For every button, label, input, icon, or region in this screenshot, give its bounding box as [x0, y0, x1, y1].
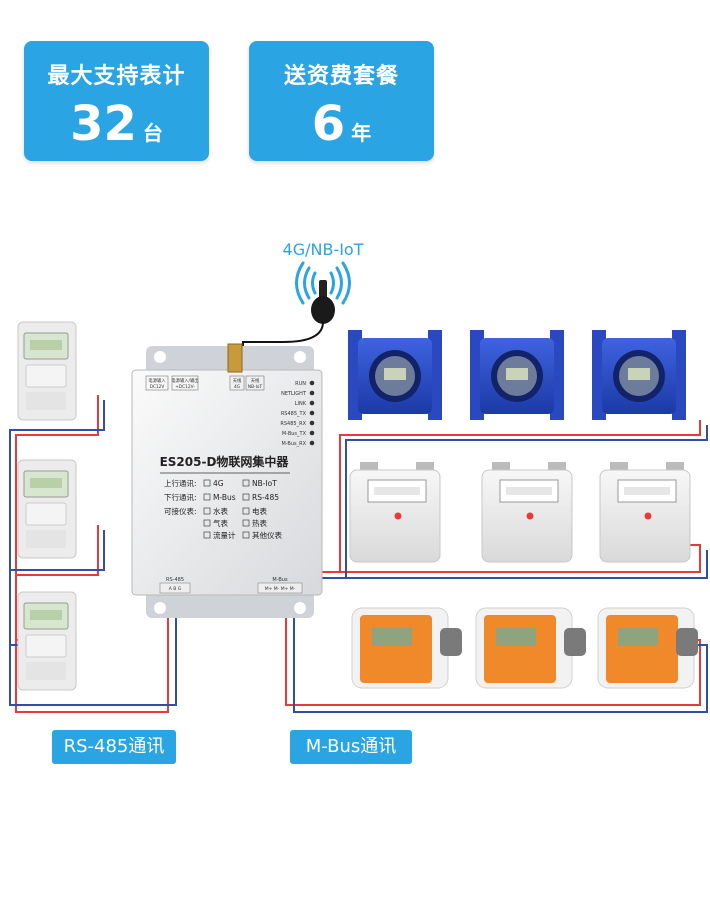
- heat-meter-2: [475, 607, 586, 689]
- meter-option: 流量计: [213, 530, 236, 540]
- water-meter-2: [470, 330, 564, 420]
- badge-unit: 年: [351, 121, 372, 145]
- gas-meter-2: [481, 462, 573, 563]
- meters-label: 可接仪表:: [164, 506, 197, 516]
- badge-value: 32: [70, 96, 137, 152]
- mbus-pin-label: M+ M- M+ M-: [265, 586, 296, 592]
- uplink-label: 上行通讯:: [164, 478, 197, 488]
- mbus-port-label: M-Bus: [272, 577, 288, 583]
- meter-option: 电表: [252, 506, 267, 516]
- downlink-option: RS-485: [252, 493, 279, 502]
- led-label: RS485_TX: [281, 411, 307, 417]
- led-label: M-Bus_RX: [281, 441, 306, 447]
- meter-option: 水表: [213, 506, 228, 516]
- rs485-wiring: [9, 395, 177, 713]
- mbus-wiring: [285, 420, 708, 713]
- heat-meter-3: [597, 607, 698, 689]
- electric-meter-3: [17, 591, 77, 691]
- port-label: 4G: [234, 384, 240, 390]
- heat-meter-1: [351, 607, 462, 689]
- status-leds: [309, 380, 315, 446]
- antenna-icon: [242, 280, 335, 350]
- port-label: 天线: [251, 377, 260, 384]
- downlink-label: 下行通讯:: [164, 492, 197, 502]
- meter-option: 气表: [213, 518, 228, 528]
- led-label: RUN: [295, 381, 306, 387]
- badge-value: 6: [311, 96, 346, 152]
- led-label: M-Bus_TX: [282, 431, 307, 437]
- badge-unit: 台: [142, 121, 163, 145]
- port-label: 天线: [233, 377, 242, 384]
- port-label: NB-IoT: [248, 384, 263, 390]
- gas-meter-1: [349, 462, 441, 563]
- concentrator-device: RUN NETLIGHT LINK RS485_TX RS485_RX M-Bu…: [131, 343, 323, 618]
- rs485-port-label: RS-485: [166, 577, 184, 583]
- gas-meter-3: [599, 462, 691, 563]
- uplink-option: 4G: [213, 479, 224, 488]
- led-label: NETLIGHT: [281, 391, 307, 397]
- meter-option: 其他仪表: [252, 530, 282, 540]
- port-label: DC12V: [150, 384, 165, 390]
- led-label: LINK: [295, 401, 307, 407]
- uplink-option: NB-IoT: [252, 479, 277, 488]
- led-label: RS485_RX: [280, 421, 306, 427]
- electric-meter-2: [17, 459, 77, 559]
- rs485-comm-tag: RS-485通讯: [52, 730, 176, 764]
- water-meter-3: [592, 330, 686, 420]
- port-label: 电源输入/输出: [171, 377, 198, 384]
- meter-option: 热表: [252, 518, 267, 528]
- antenna-label: 4G/NB-IoT: [283, 240, 364, 259]
- electric-meter-1: [17, 321, 77, 421]
- downlink-option: M-Bus: [213, 493, 236, 502]
- port-label: 电源输入: [148, 377, 166, 384]
- badge-title: 最大支持表计: [47, 64, 186, 89]
- mbus-comm-tag: M-Bus通讯: [290, 730, 412, 764]
- port-label: +DC12V-: [175, 384, 195, 390]
- rs485-pin-label: A B G: [169, 586, 182, 592]
- water-meter-1: [348, 330, 442, 420]
- badge-title: 送资费套餐: [283, 64, 399, 89]
- device-name: ES205-D物联网集中器: [160, 454, 290, 469]
- wireless-signal-icon: [295, 261, 351, 305]
